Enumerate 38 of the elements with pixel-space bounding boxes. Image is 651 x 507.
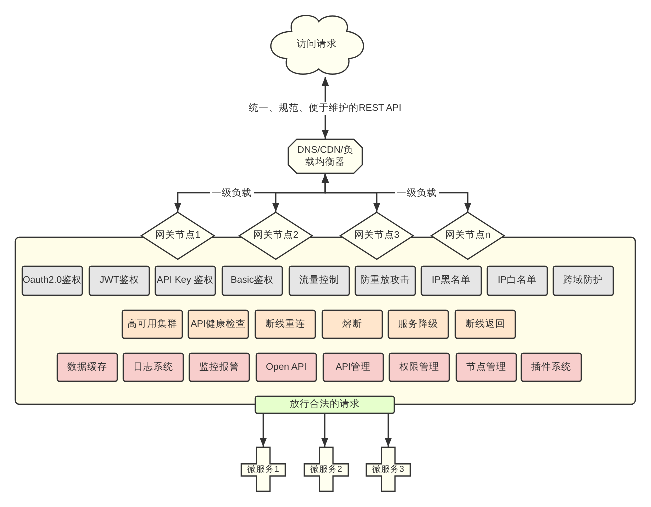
process-box: Open API	[256, 353, 317, 382]
process-box: JWT鉴权	[89, 266, 150, 296]
process-box: Oauth2.0鉴权	[22, 266, 83, 296]
process-box: 断线重连	[255, 310, 316, 339]
process-box: 插件系统	[521, 353, 582, 382]
process-box: IP白名单	[487, 266, 548, 296]
process-box: 监控报警	[189, 353, 250, 382]
service-cross: 微服务2	[304, 447, 349, 492]
process-box: 跨域防护	[553, 266, 614, 296]
process-box: 熔断	[322, 310, 383, 339]
arrow	[384, 414, 392, 447]
process-box: IP黑名单	[421, 266, 482, 296]
gateway-diamond: 网关节点1	[141, 212, 215, 260]
process-box: 节点管理	[456, 353, 517, 382]
edge-label: 一级负载	[210, 186, 254, 200]
service-cross: 微服务3	[366, 447, 411, 492]
process-box: 高可用集群	[122, 310, 183, 339]
process-box: 日志系统	[123, 353, 184, 382]
arrow	[321, 414, 329, 447]
edge-label: 一级负载	[394, 186, 439, 200]
process-box: 放行合法的请求	[255, 396, 395, 414]
edge-label: 统一、规范、便于维护的REST API	[247, 102, 404, 114]
process-box: Basic鉴权	[222, 266, 283, 296]
arrow	[260, 414, 268, 447]
gateway-diamond: 网关节点2	[239, 212, 313, 260]
process-box: 服务降级	[388, 310, 449, 339]
service-cross: 微服务1	[241, 447, 286, 492]
process-box: API健康检查	[188, 310, 249, 339]
gateway-diamond: 网关节点3	[340, 212, 414, 260]
load-balancer-box: DNS/CDN/负载均衡器	[288, 139, 363, 174]
process-box: 断线返回	[455, 310, 516, 339]
gateway-diamond: 网关节点n	[431, 212, 505, 260]
process-box: 权限管理	[389, 353, 450, 382]
process-box: API Key 鉴权	[155, 266, 216, 296]
process-box: 数据缓存	[57, 353, 118, 382]
process-box: API管理	[323, 353, 384, 382]
process-box: 流量控制	[289, 266, 350, 296]
process-box: 防重放攻击	[355, 266, 416, 296]
